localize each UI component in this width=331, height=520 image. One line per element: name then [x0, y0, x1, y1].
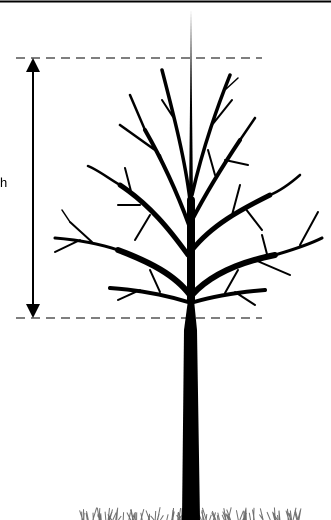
tree-silhouette — [55, 10, 322, 520]
grass-blade — [155, 511, 156, 520]
grass-blade — [118, 516, 121, 520]
grass-blade — [160, 515, 163, 520]
grass-blade — [217, 515, 218, 520]
height-label: h — [0, 176, 8, 190]
grass-blade — [267, 512, 270, 520]
grass-blade — [158, 507, 161, 520]
grass-blade — [278, 515, 279, 520]
grass-blade — [105, 512, 106, 520]
height-dimension-arrow — [26, 58, 40, 318]
grass-blade — [151, 516, 155, 520]
grass-blade — [236, 510, 238, 520]
grass-blade — [167, 514, 168, 520]
grass-blade — [173, 508, 174, 520]
grass-blade — [249, 513, 250, 520]
grass-blade — [262, 514, 263, 520]
grass-blade — [210, 515, 212, 520]
grass-blade — [101, 513, 102, 520]
grass-blade — [202, 510, 203, 520]
